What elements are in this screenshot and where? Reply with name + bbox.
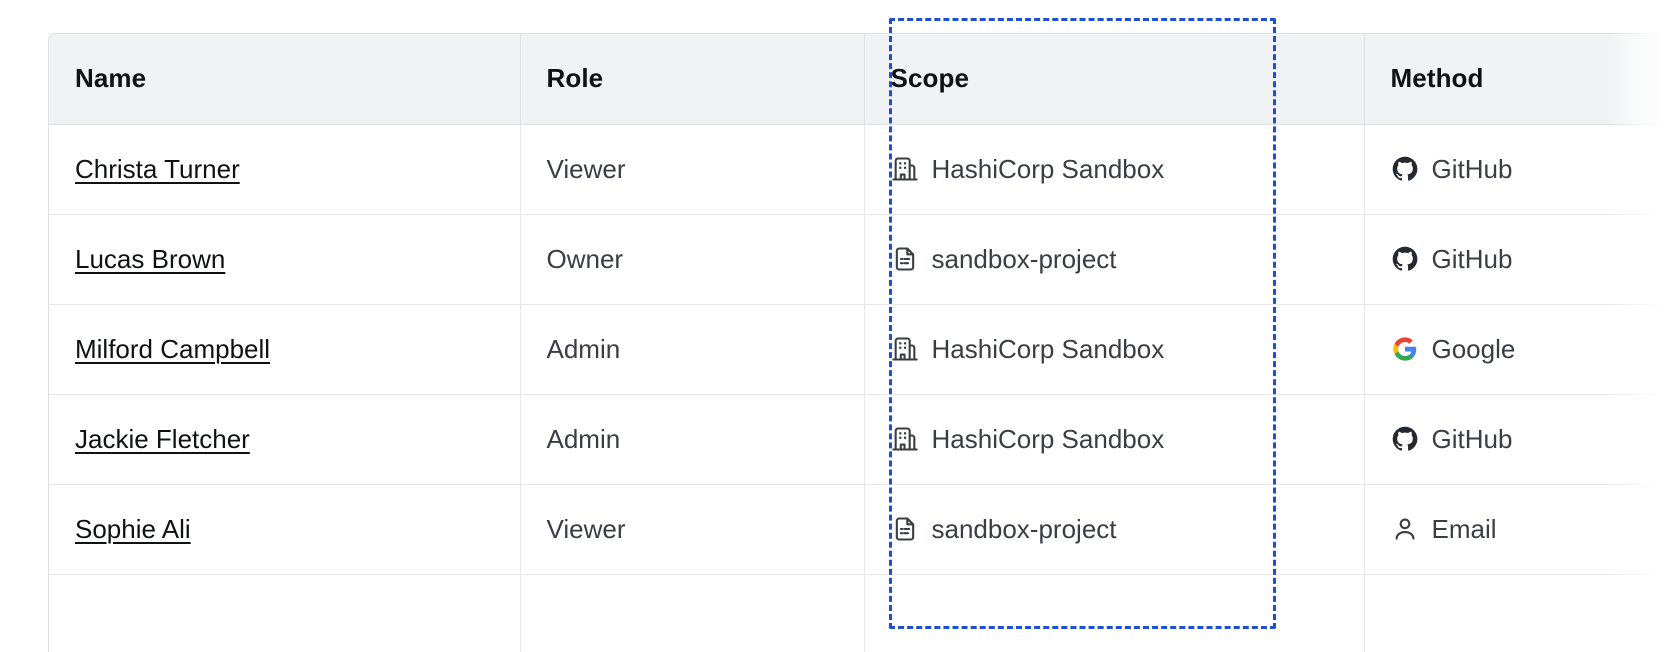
table-row[interactable]: Lucas Brown Owner sandbox-project GitHub [49, 214, 1672, 305]
organization-icon [891, 155, 919, 183]
project-document-icon [891, 515, 919, 543]
user-name-link[interactable]: Lucas Brown [75, 243, 226, 274]
project-document-icon [891, 245, 919, 273]
cell-scope: HashiCorp Sandbox [864, 304, 1365, 395]
cell-scope: HashiCorp Sandbox [864, 124, 1365, 215]
user-icon [1391, 515, 1419, 543]
cell-scope: sandbox-project [864, 214, 1365, 305]
table-header: Name Role Scope Method [49, 34, 1672, 125]
organization-icon [891, 425, 919, 453]
method-label: GitHub [1431, 423, 1513, 454]
cell-method: GitHub [1364, 394, 1672, 485]
scope-label: HashiCorp Sandbox [931, 333, 1165, 364]
table-row[interactable]: Christa Turner Viewer HashiCorp Sandbox Git… [49, 124, 1672, 215]
scope-label: HashiCorp Sandbox [931, 423, 1165, 454]
cell-name: Sophie Ali [49, 484, 521, 575]
cell-scope: HashiCorp Sandbox [864, 394, 1365, 485]
cell-method: GitHub [1364, 124, 1672, 215]
cell-name: Milford Campbell [49, 304, 521, 395]
method-label: Google [1431, 333, 1516, 364]
google-icon [1391, 335, 1419, 363]
scope-label: sandbox-project [931, 243, 1117, 274]
table-row[interactable]: Jackie Fletcher Admin HashiCorp Sandbox Git… [49, 394, 1672, 485]
column-header-scope[interactable]: Scope [864, 34, 1365, 125]
github-icon [1391, 155, 1419, 183]
user-name-link[interactable]: Sophie Ali [75, 513, 191, 544]
cell-name: Jackie Fletcher [49, 394, 521, 485]
scope-label: sandbox-project [931, 513, 1117, 544]
cell-role: Viewer [520, 124, 865, 215]
cell-method: Email [1364, 484, 1672, 575]
table-row[interactable]: Milford Campbell Admin HashiCorp Sandbox Go… [49, 304, 1672, 395]
cell-role [520, 574, 865, 652]
organization-icon [891, 335, 919, 363]
method-label: Email [1431, 513, 1497, 544]
table-row[interactable]: Sophie Ali Viewer sandbox-project Email [49, 484, 1672, 575]
method-label: GitHub [1431, 243, 1513, 274]
cell-name: Lucas Brown [49, 214, 521, 305]
cell-role: Admin [520, 304, 865, 395]
method-label: GitHub [1431, 153, 1513, 184]
cell-method [1364, 574, 1672, 652]
cell-scope: sandbox-project [864, 484, 1365, 575]
cell-name [49, 574, 521, 652]
table-header-row: Name Role Scope Method [49, 34, 1672, 125]
cell-role: Admin [520, 394, 865, 485]
cell-method: Google [1364, 304, 1672, 395]
column-header-role[interactable]: Role [520, 34, 865, 125]
github-icon [1391, 425, 1419, 453]
github-icon [1391, 245, 1419, 273]
cell-method: GitHub [1364, 214, 1672, 305]
column-header-name[interactable]: Name [49, 34, 521, 125]
cell-scope [864, 574, 1365, 652]
user-name-link[interactable]: Milford Campbell [75, 333, 271, 364]
user-name-link[interactable]: Christa Turner [75, 153, 240, 184]
cell-role: Viewer [520, 484, 865, 575]
column-header-method[interactable]: Method [1364, 34, 1672, 125]
scope-label: HashiCorp Sandbox [931, 153, 1165, 184]
table-row[interactable] [49, 574, 1672, 652]
user-name-link[interactable]: Jackie Fletcher [75, 423, 250, 454]
cell-role: Owner [520, 214, 865, 305]
cell-name: Christa Turner [49, 124, 521, 215]
